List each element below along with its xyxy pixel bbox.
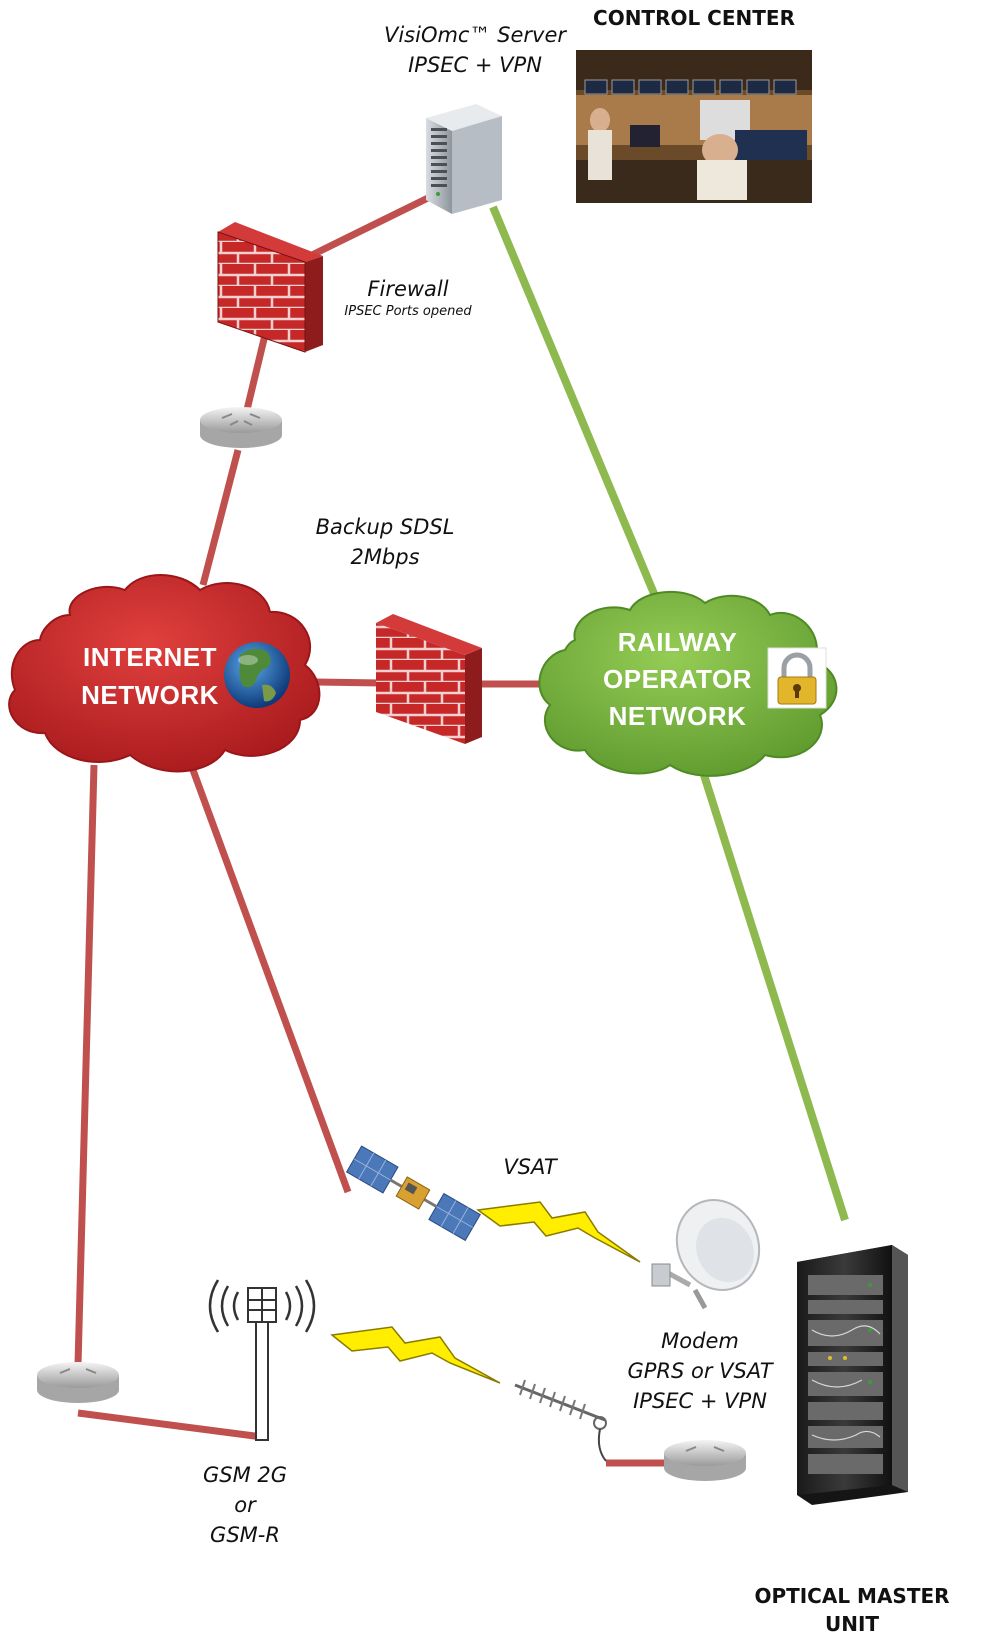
internet-label-line1: INTERNET [83,642,217,672]
lightning-bolt-vsat [476,1201,641,1263]
internet-network-label: INTERNET NETWORK [60,638,240,714]
lock-icon [767,647,827,709]
railway-label-line2: OPERATOR [603,664,752,694]
router-icon [200,407,282,448]
link-router-tower [77,1409,263,1441]
optical-master-unit-label: OPTICAL MASTER UNIT [752,1582,952,1638]
server-label-line1: VisiOmc™ Server [383,23,567,47]
link-server-railway [489,205,659,598]
modem-label: Modem GPRS or VSAT IPSEC + VPN [610,1326,790,1416]
backup-link-label: Backup SDSL 2Mbps [300,512,470,572]
modem-label-line3: IPSEC + VPN [633,1389,767,1413]
link-router-firewall [241,334,269,419]
link-internet-router-gsm [74,764,98,1366]
rack-icon [797,1245,908,1505]
firewall-sublabel: IPSEC Ports opened [344,304,472,319]
firewall-icon [217,222,323,353]
yagi-antenna-icon [514,1379,607,1462]
server-label: VisiOmc™ Server IPSEC + VPN [360,20,590,80]
firewall-label: Firewall [367,277,449,301]
link-internet-firewall2 [314,678,386,687]
gsm-label-line2: or [234,1493,256,1517]
lightning-bolt-gsm [330,1326,501,1384]
railway-label-line1: RAILWAY [617,627,738,657]
router-icon-modem [664,1440,746,1481]
gsm-label-line3: GSM-R [210,1523,280,1547]
master-label-line1: OPTICAL MASTER [754,1584,950,1608]
link-railway-master [700,773,849,1222]
links [74,192,849,1467]
railway-cloud [538,590,838,777]
control-center-photo [576,50,812,203]
link-internet-satellite [189,768,352,1194]
backup-label-line2: 2Mbps [350,545,420,569]
internet-label-line2: NETWORK [81,680,219,710]
gsm-label-line1: GSM 2G [202,1463,288,1487]
gsm-tower-icon [208,1279,316,1441]
railway-network-label: RAILWAY OPERATOR NETWORK [590,624,765,735]
link-internet-router [199,449,242,586]
link-firewall-server [310,192,434,259]
server-label-line2: IPSEC + VPN [408,53,542,77]
master-label-line2: UNIT [824,1612,880,1636]
vsat-label: VSAT [503,1155,557,1179]
internet-cloud [8,574,321,773]
control-center-label: CONTROL CENTER [593,6,795,30]
backup-label-line1: Backup SDSL [315,515,455,539]
modem-label-line1: Modem [661,1329,739,1353]
server-icon[interactable] [426,104,502,214]
modem-label-line2: GPRS or VSAT [627,1359,773,1383]
gsm-label: GSM 2G or GSM-R [180,1460,310,1550]
firewall-icon-2 [376,614,482,744]
satellite-icon [345,1145,481,1242]
railway-label-line3: NETWORK [608,701,747,731]
satellite-dish-icon [651,1199,761,1310]
globe-icon [224,642,290,708]
router-icon-gsm [37,1362,119,1403]
